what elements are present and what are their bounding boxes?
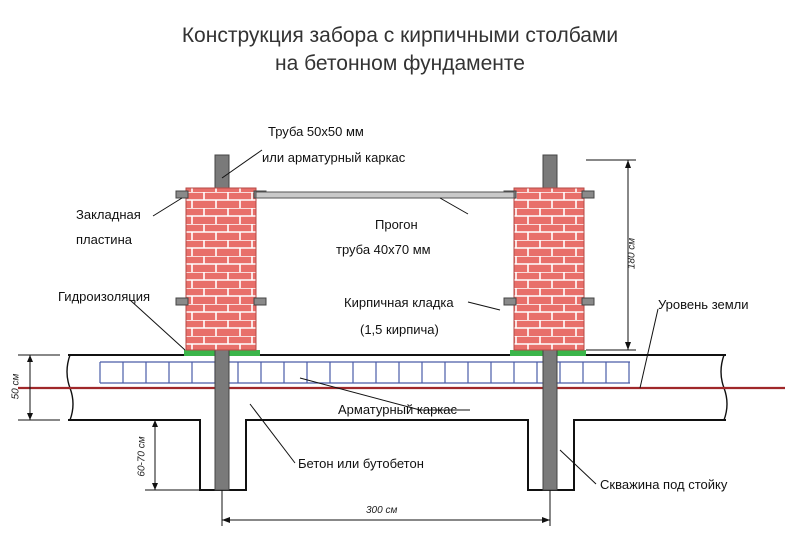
rebar-frame bbox=[99, 361, 630, 384]
label-pipe-line2: или арматурный каркас bbox=[262, 150, 406, 165]
label-borehole: Скважина под стойку bbox=[600, 477, 728, 492]
dim-depth-50: 50 см bbox=[10, 373, 22, 400]
title-line-1: Конструкция забора с кирпичными столбами bbox=[181, 24, 619, 47]
brick-pillar-left bbox=[185, 187, 257, 351]
brick-pillar-right bbox=[513, 187, 585, 351]
rail-pipe bbox=[255, 191, 515, 199]
leader-lines bbox=[129, 149, 659, 485]
dim-span-300: 300 см bbox=[366, 505, 398, 516]
label-pipe-line1: Труба 50х50 мм bbox=[268, 124, 364, 139]
label-embedded-line2: пластина bbox=[76, 232, 132, 247]
label-concrete: Бетон или бутобетон bbox=[298, 456, 424, 471]
label-masonry-line1: Кирпичная кладка bbox=[344, 295, 454, 310]
label-rebar-frame: Арматурный каркас bbox=[338, 402, 457, 417]
dimension-lines bbox=[18, 159, 636, 526]
diagram-title: Конструкция забора с кирпичными столбами… bbox=[0, 22, 800, 78]
label-masonry-line2: (1,5 кирпича) bbox=[360, 322, 439, 337]
label-ground-level: Уровень земли bbox=[658, 297, 749, 312]
label-embedded-line1: Закладная bbox=[76, 207, 141, 222]
label-waterproofing: Гидроизоляция bbox=[58, 289, 151, 304]
foundation-outline bbox=[68, 354, 726, 491]
label-rail-line2: труба 40х70 мм bbox=[336, 242, 431, 257]
dim-height-180: 180 см bbox=[626, 237, 638, 270]
dim-depth-60-70: 60-70 см bbox=[136, 436, 148, 477]
dimension-arrows bbox=[27, 160, 631, 523]
label-rail-line1: Прогон bbox=[375, 217, 418, 232]
title-line-2: на бетонном фундаменте bbox=[275, 52, 525, 75]
